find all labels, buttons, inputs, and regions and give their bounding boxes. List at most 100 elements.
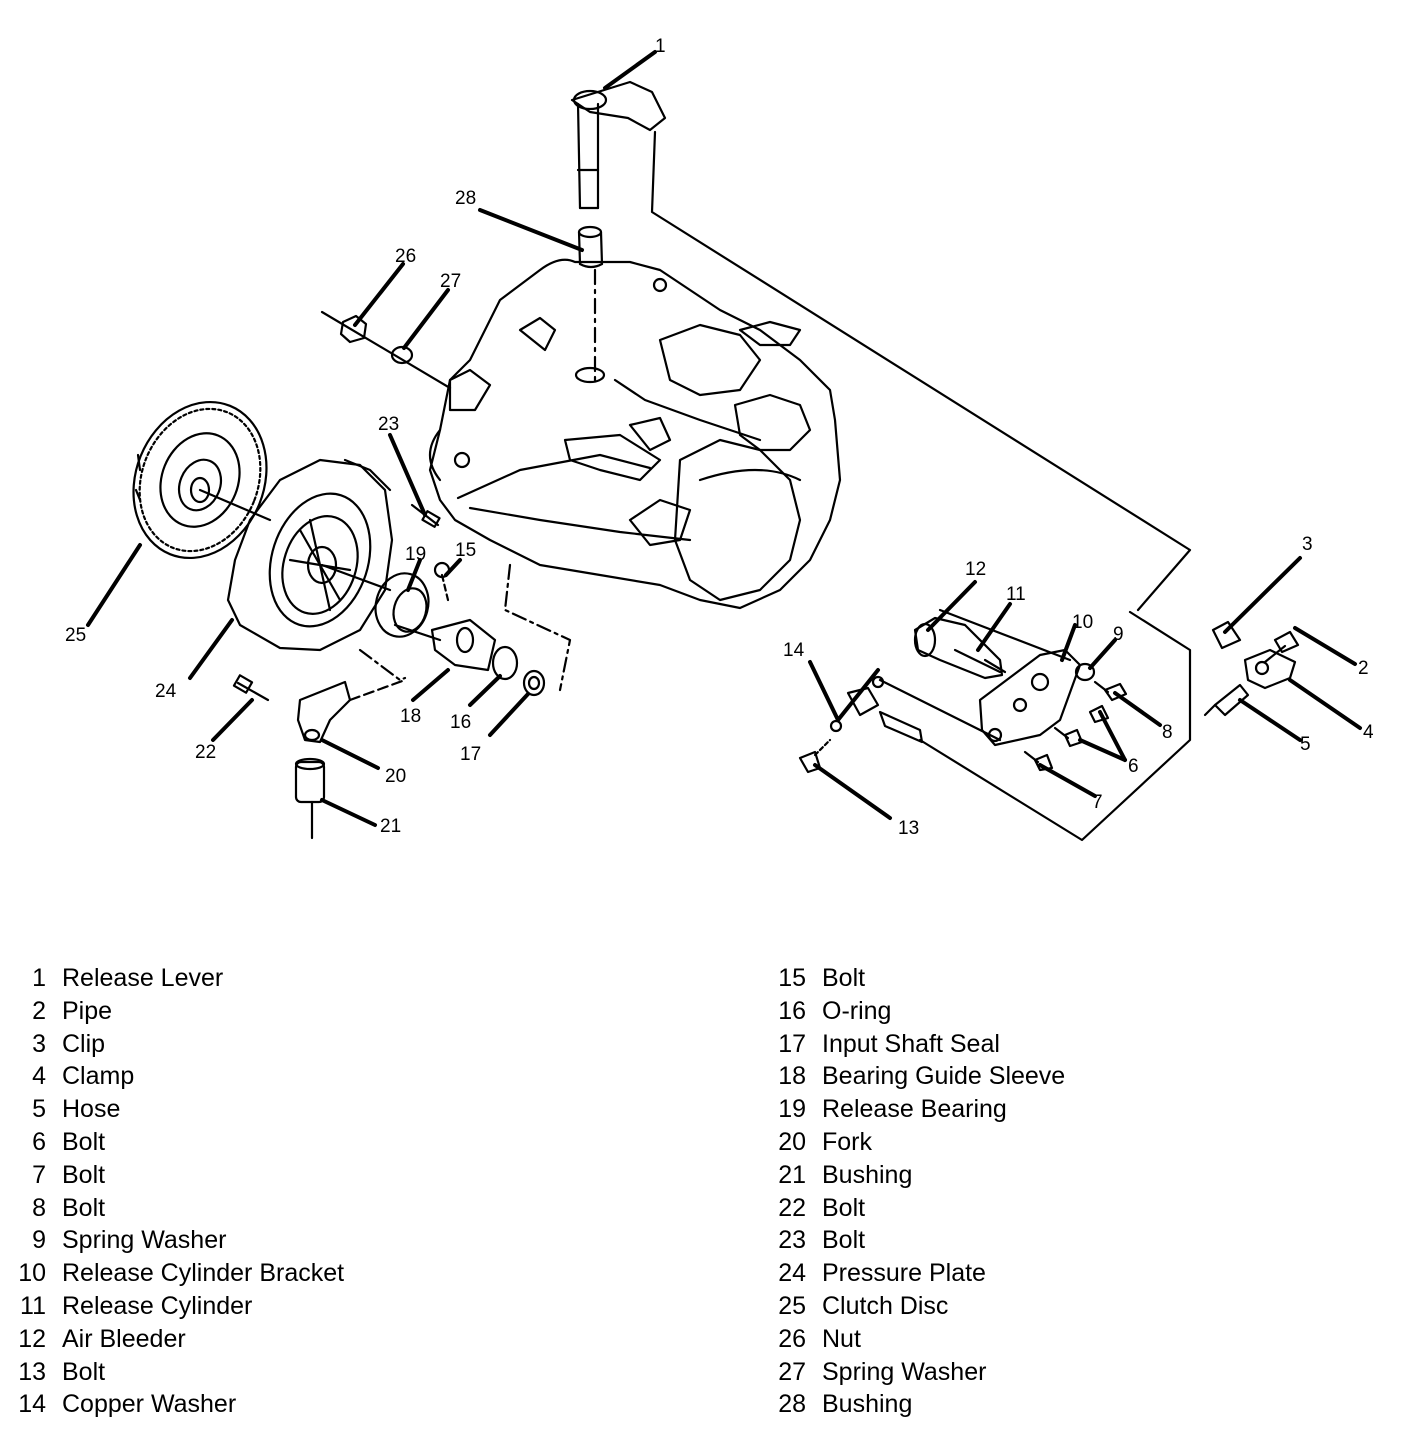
legend-label: Spring Washer: [822, 1357, 987, 1386]
callout-13: 13: [898, 818, 919, 839]
clip-pipe-clamp-hose: [1203, 620, 1300, 717]
legend-label: Input Shaft Seal: [822, 1029, 1000, 1058]
legend-number: 1: [32, 964, 46, 992]
callout-22: 22: [195, 742, 216, 763]
legend-label: Clamp: [62, 1062, 135, 1091]
legend-item: 20 Fork: [768, 1126, 1065, 1159]
legend-label: Bolt: [62, 1193, 106, 1222]
legend-label: Fork: [822, 1127, 872, 1156]
callout-1: 1: [655, 36, 666, 57]
callout-20: 20: [385, 766, 406, 787]
legend-number: 12: [18, 1324, 46, 1353]
legend-label: Bolt: [62, 1357, 106, 1386]
legend-label: Clip: [62, 1029, 106, 1058]
legend-label: Spring Washer: [62, 1226, 227, 1255]
legend-item: 15 Bolt: [768, 962, 1065, 995]
callout-14: 14: [783, 640, 805, 661]
legend-number: 17: [778, 1029, 806, 1058]
legend-number: 26: [778, 1324, 806, 1353]
callout-17: 17: [460, 744, 481, 765]
legend-item: 9 Spring Washer: [8, 1224, 344, 1257]
exploded-view-diagram: 1 2 3 4 5 6 7 8 9 10 11 12 13 14 15 16 1…: [65, 36, 1374, 842]
union-bolt-washers: [798, 610, 1192, 842]
legend-label: Pressure Plate: [822, 1259, 986, 1288]
callout-21: 21: [380, 816, 401, 837]
legend-number: 9: [32, 1226, 46, 1255]
callout-16: 16: [450, 712, 471, 733]
legend-label: O-ring: [822, 996, 892, 1025]
transaxle-case: [428, 258, 842, 610]
legend-number: 18: [778, 1062, 806, 1091]
legend-label: Release Cylinder Bracket: [62, 1259, 345, 1288]
legend-label: Hose: [62, 1095, 121, 1124]
callout-26: 26: [395, 246, 416, 267]
callout-10: 10: [1072, 612, 1093, 633]
callout-8: 8: [1162, 722, 1173, 743]
legend-item: 18 Bearing Guide Sleeve: [768, 1060, 1065, 1093]
legend-number: 24: [778, 1259, 806, 1288]
legend-label: Bolt: [822, 964, 866, 992]
legend-item: 4 Clamp: [8, 1060, 344, 1093]
callout-numbers: 1 2 3 4 5 6 7 8 9 10 11 12 13 14 15 16 1…: [65, 36, 1374, 839]
callout-5: 5: [1300, 734, 1311, 755]
legend-label: Air Bleeder: [62, 1324, 186, 1353]
legend-number: 14: [18, 1390, 46, 1419]
callout-3: 3: [1302, 534, 1313, 555]
legend-number: 20: [778, 1127, 806, 1156]
legend-label: Bolt: [822, 1193, 866, 1222]
legend-number: 11: [20, 1291, 46, 1320]
legend-item: 23 Bolt: [768, 1224, 1065, 1257]
legend-number: 13: [18, 1357, 46, 1386]
legend-number: 5: [32, 1095, 46, 1124]
legend-item: 10 Release Cylinder Bracket: [8, 1257, 344, 1290]
nut-26-washer-27: [320, 310, 452, 390]
legend-number: 4: [32, 1062, 46, 1091]
clutch-disc: [132, 400, 272, 560]
legend-label: Release Bearing: [822, 1095, 1007, 1124]
legend-number: 23: [778, 1226, 806, 1255]
callout-23: 23: [378, 414, 399, 435]
legend-number: 22: [778, 1193, 806, 1222]
legend-number: 15: [778, 964, 806, 992]
callout-4: 4: [1363, 722, 1374, 743]
legend-item: 5 Hose: [8, 1093, 344, 1126]
legend-label: Bolt: [62, 1160, 106, 1189]
legend-number: 10: [18, 1259, 46, 1288]
legend-label: Bolt: [822, 1226, 866, 1255]
legend-item: 24 Pressure Plate: [768, 1257, 1065, 1290]
callout-25: 25: [65, 625, 86, 646]
legend-label: Pipe: [62, 996, 113, 1025]
callout-27: 27: [440, 271, 461, 292]
legend-label: Bearing Guide Sleeve: [822, 1062, 1066, 1091]
legend-number: 21: [778, 1160, 806, 1189]
callout-19: 19: [405, 544, 426, 565]
callout-7: 7: [1092, 792, 1103, 813]
legend-number: 8: [32, 1193, 46, 1222]
bolts-6-7-8: [1023, 680, 1128, 772]
legend-number: 3: [32, 1029, 46, 1058]
legend-label: Bolt: [62, 1127, 106, 1156]
callout-18: 18: [400, 706, 421, 727]
pressure-plate: [226, 458, 394, 652]
callout-11: 11: [1006, 584, 1026, 605]
callout-24: 24: [155, 681, 177, 702]
legend-number: 28: [778, 1390, 806, 1419]
legend-number: 16: [778, 996, 806, 1025]
legend-item: 14 Copper Washer: [8, 1388, 344, 1421]
fork-bushing-bolt: [232, 674, 407, 840]
guide-sleeve-seals: [358, 563, 572, 697]
legend-item: 12 Air Bleeder: [8, 1323, 344, 1356]
legend-label: Copper Washer: [62, 1390, 237, 1419]
legend-number: 25: [778, 1291, 806, 1320]
legend-label: Release Cylinder: [62, 1291, 253, 1320]
